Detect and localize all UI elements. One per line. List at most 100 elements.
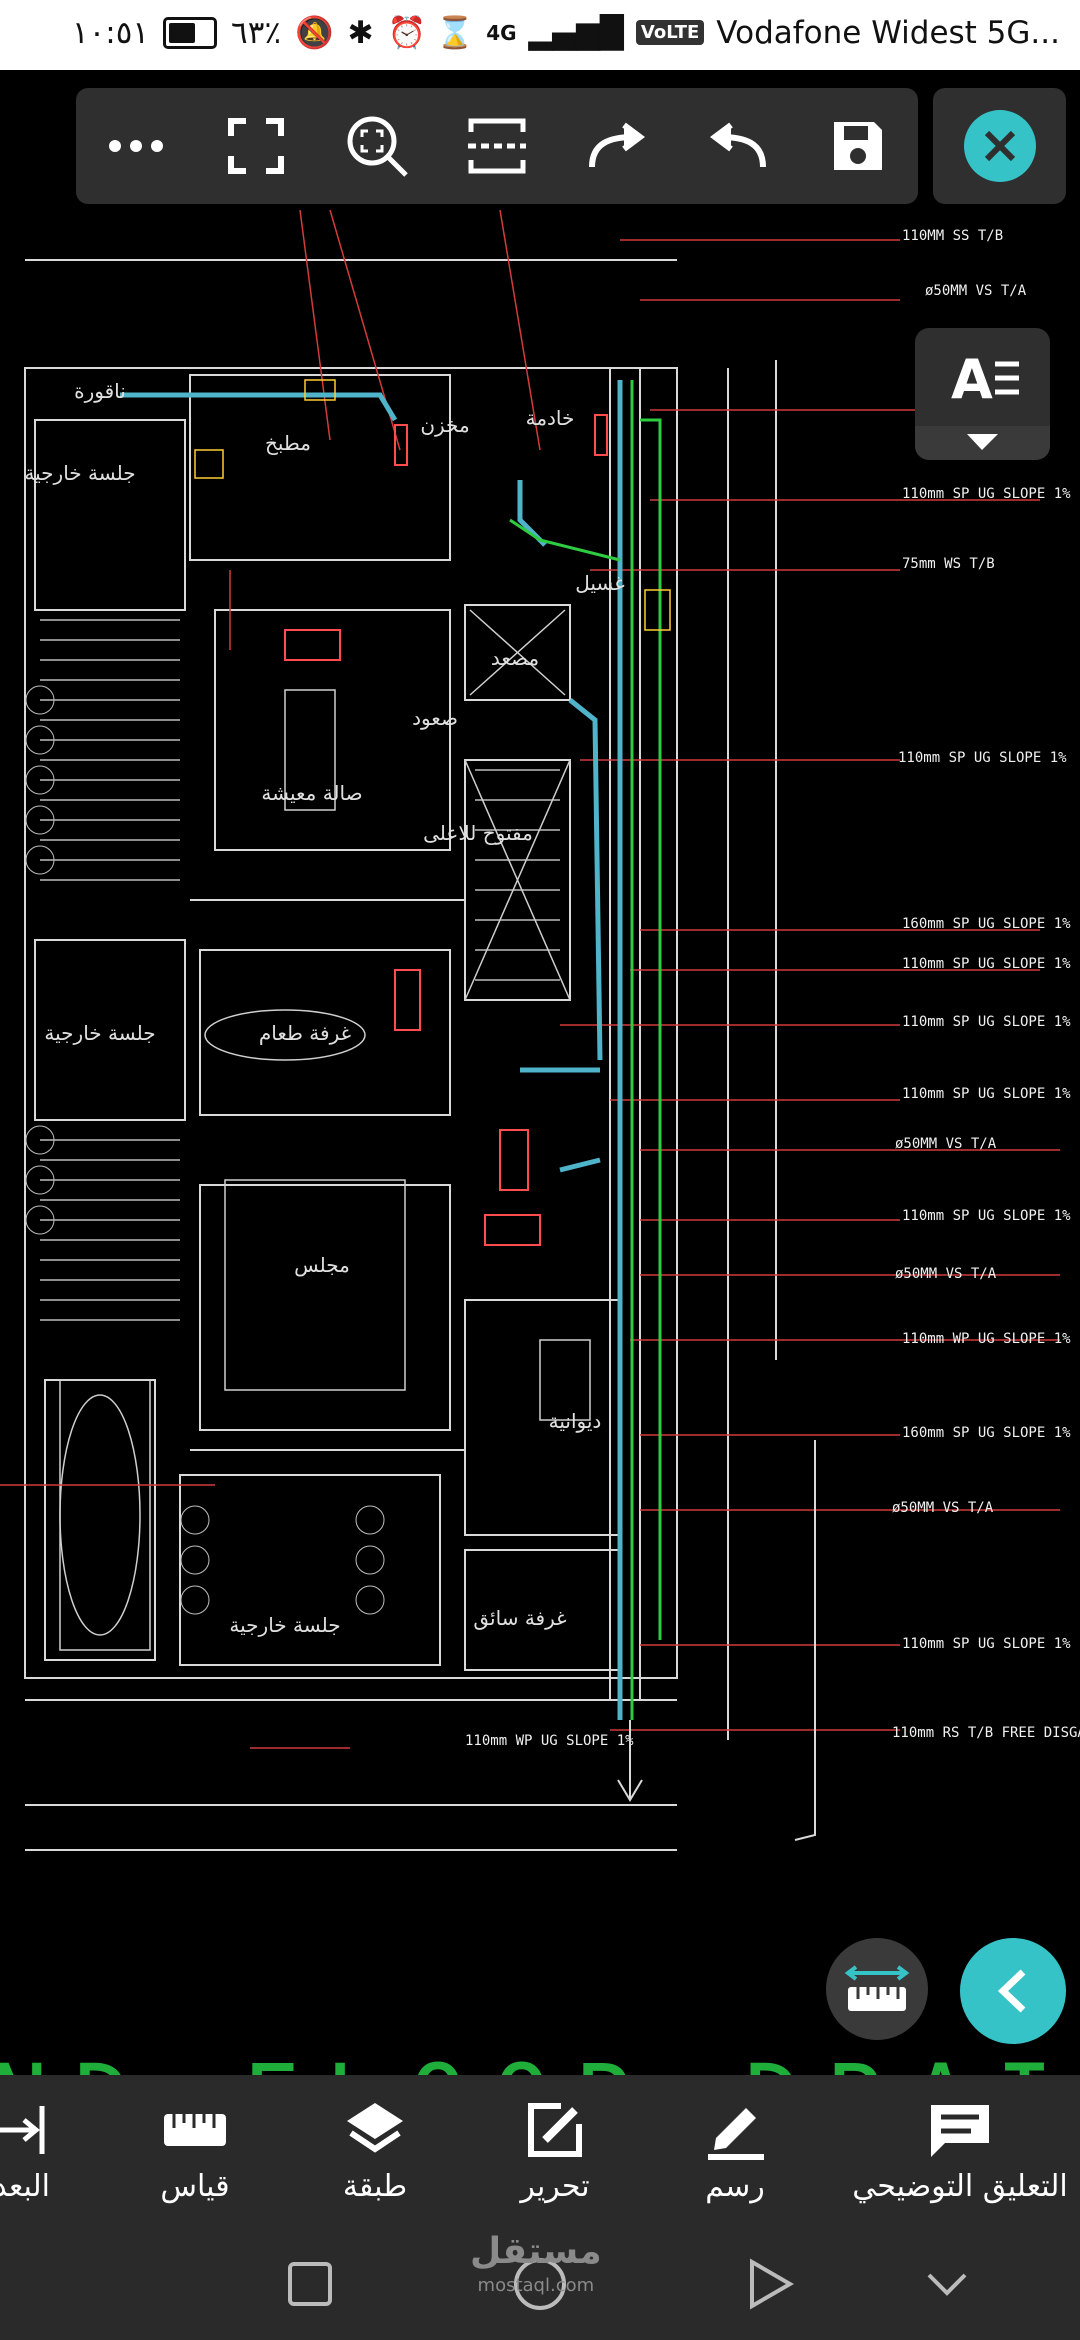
tab-label: البعد [0,2169,50,2204]
network-type: 4G [486,20,517,45]
room-label: غرفة سائق [473,1606,566,1630]
pipe-label: ø50MM VS T/A [925,283,1027,299]
chevron-down-icon [967,434,998,450]
pipe-label: 110mm WP UG SLOPE 1% [902,1331,1071,1347]
text-style-button[interactable]: A [915,328,1050,460]
pipe-label: 160mm SP UG SLOPE 1% [902,1425,1071,1441]
pipe-label: 110mm SP UG SLOPE 1% [902,1208,1071,1224]
room-label: مطبخ [265,431,311,455]
tab-layer[interactable]: طبقة [320,2091,430,2204]
fullscreen-icon [228,118,285,174]
room-label: جلسة خارجية [44,1021,155,1045]
system-nav-bar [0,2230,1080,2340]
pipe-label: 110mm SP UG SLOPE 1% [902,1086,1071,1102]
room-label: جلسة خارجية [24,461,135,485]
pipe-label: 110mm RS T/B FREE DISGARGE [892,1725,1080,1741]
pipe-label: 110mm SP UG SLOPE 1% [902,1636,1071,1652]
tab-draw[interactable]: رسم [680,2091,790,2204]
watermark-logo: مستقل [470,2231,602,2272]
fullscreen-button[interactable] [196,88,316,204]
pipe-label: ø50MM VS T/A [895,1136,997,1152]
save-icon [833,122,882,170]
zoom-window-icon [347,116,408,177]
zoom-window-button[interactable] [317,88,437,204]
pipe-label: 110mm SP UG SLOPE 1% [902,956,1071,972]
home-circle-icon [514,2258,566,2310]
close-button[interactable] [963,110,1036,182]
bluetooth-icon: ✱ [347,14,374,51]
signal-icon: ▂▄▆█ [528,14,624,51]
measure-fab[interactable] [826,1938,928,2040]
fit-width-button[interactable] [437,88,557,204]
dimension-icon [0,2106,45,2154]
room-label: ديوانية [549,1409,602,1433]
redo-button[interactable] [557,88,677,204]
undo-icon [709,122,766,168]
pipe-label: 110mm SP UG SLOPE 1% [898,750,1067,766]
pipe-label: 160mm SP UG SLOPE 1% [902,916,1071,932]
pipe-label: 110mm SP UG SLOPE 1% [902,486,1071,502]
pipe-label: 110mm WP UG SLOPE 1% [465,1733,634,1749]
tab-dimension[interactable]: البعد [0,2091,50,2204]
chevron-left-icon [997,1969,1026,2013]
volte-badge: VoLTE [635,20,705,45]
chevron-down-icon [927,2273,967,2296]
cad-drawing: ناقورة مطبخ مخزن خادمة جلسة خارجية مصعد … [0,209,1080,1851]
tab-label: تحرير [520,2169,590,2204]
room-label: خادمة [526,406,575,430]
close-button-wrap [933,88,1066,204]
tab-edit[interactable]: تحرير [500,2091,610,2204]
tab-annotation[interactable]: التعليق التوضيحي [840,2091,1080,2204]
room-label: صعود [412,706,458,730]
more-button[interactable] [76,88,196,204]
tab-measure[interactable]: قياس [140,2091,250,2204]
hide-nav-button[interactable] [915,2252,979,2316]
undo-button[interactable] [677,88,797,204]
text-format-icon: A [951,348,1019,411]
pipe-label: ø50MM VS T/A [895,1266,997,1282]
tab-label: طبقة [342,2169,408,2204]
recents-button[interactable] [278,2252,342,2316]
pipe-label: ø50MM VS T/A [892,1500,994,1516]
pipe-label: 75mm WS T/B [902,556,995,572]
room-label: مخزن [420,413,469,437]
battery-level: ٦٣٪ [231,14,282,51]
room-label: مفتوح للاعلى [423,821,533,845]
text-style-dropdown[interactable] [915,426,1050,460]
comment-icon [931,2105,989,2157]
ruler-icon [164,2114,226,2146]
alarm-icon: ⏰ [387,15,427,51]
toolbar [76,88,918,204]
collapse-fab[interactable] [960,1938,1066,2044]
watermark: مستقل mostaql.com [470,2234,602,2303]
room-label: مجلس [294,1253,350,1277]
clock: ١٠:٥١ [72,14,150,51]
fit-width-icon [467,118,526,174]
room-label: غرفة طعام [259,1021,351,1045]
status-bar: ١٠:٥١ ٦٣٪ 🔕 ✱ ⏰ ⌛ 4G ▂▄▆█ VoLTE Vodafone… [0,0,1080,70]
pipe-label: 110MM SS T/B [902,228,1003,244]
back-triangle-icon [750,2258,794,2310]
watermark-url: mostaql.com [477,2275,595,2296]
room-label: جلسة خارجية [229,1613,340,1637]
measure-ruler-icon [844,1965,910,2011]
mute-icon: 🔕 [295,15,334,51]
pencil-icon [708,2108,764,2160]
room-label: مصعد [491,646,539,670]
room-label: صالة معيشة [261,781,362,805]
carrier-name: Vodafone Widest 5G... [716,14,1060,51]
home-button[interactable] [508,2252,572,2316]
close-icon [984,130,1015,162]
battery-icon [163,16,218,49]
bottom-tab-bar: التعليق التوضيحي رسم تحرير طبقة قياس الب… [0,2075,1080,2230]
square-icon [288,2262,332,2306]
save-button[interactable] [798,88,918,204]
svg-text:A: A [951,348,993,411]
room-label: ناقورة [74,379,126,403]
more-icon [109,140,164,152]
back-button[interactable] [738,2252,802,2316]
edit-icon [528,2103,582,2157]
room-label: غسيل [575,571,624,595]
tab-label: رسم [705,2169,765,2204]
tab-label: التعليق التوضيحي [852,2169,1068,2204]
